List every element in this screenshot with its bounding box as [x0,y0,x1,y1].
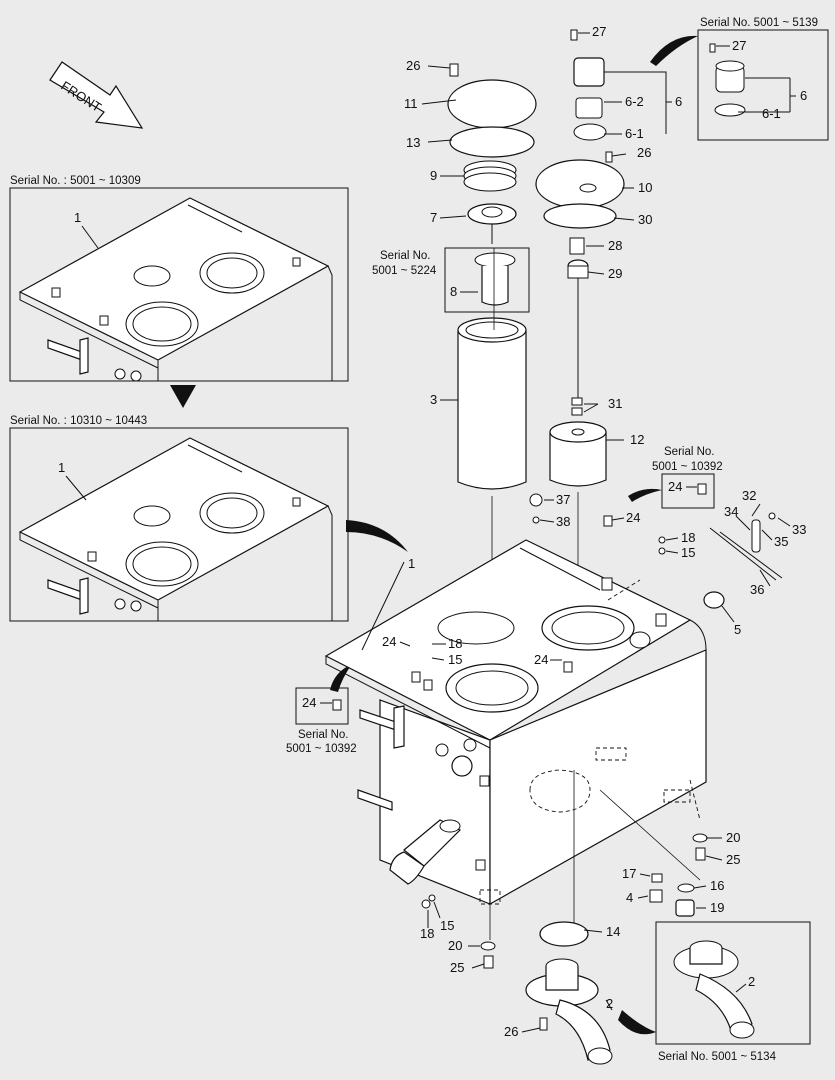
label-15-a: 15 [681,545,695,560]
label-18-c: 18 [420,926,434,941]
item24-left-caption-line1: Serial No. [298,729,349,741]
label-4: 4 [626,890,633,905]
pointer-curve-icon [346,520,408,552]
label-30: 30 [638,212,652,227]
label-25-a: 25 [726,852,740,867]
label-1: 1 [408,556,415,571]
item8-caption-line2: 5001 ~ 5224 [372,265,437,277]
label-38: 38 [556,514,570,529]
label-28: 28 [608,238,622,253]
inset-top-right-caption: Serial No. 5001 ~ 5139 [700,17,818,29]
label-7: 7 [430,210,437,225]
small-parts [421,493,783,1031]
inset-item-8: Serial No. 5001 ~ 5224 8 [372,247,530,313]
label-25-b: 25 [450,960,464,975]
leader-lines [361,32,791,1033]
label-35: 35 [774,534,788,549]
inset-top-left-part-1: 1 [74,210,81,225]
item24-right-part: 24 [668,479,682,494]
label-6-2: 6-2 [625,94,644,109]
label-9: 9 [430,168,437,183]
label-36: 36 [750,582,764,597]
label-2: 2 [606,996,613,1011]
item24-right-caption-line2: 5001 ~ 10392 [652,461,723,473]
down-arrow-icon [170,385,196,408]
label-20-a: 20 [726,830,740,845]
label-26-mid: 26 [637,145,651,160]
label-5: 5 [734,622,741,637]
inset-top-right-part-27: 27 [732,38,746,53]
suction-pipe-2 [525,958,613,1065]
inset-serial-5001-10309: Serial No. : 5001 ~ 10309 1 [9,175,349,382]
item24-right-caption-line1: Serial No. [664,446,715,458]
label-11: 11 [404,96,418,111]
label-18-a: 18 [681,530,695,545]
inset-top-right-part-6-1: 6-1 [762,106,781,121]
front-arrow: FRONT [49,61,144,129]
inset-serial-5001-5139: Serial No. 5001 ~ 5139 27 6 6-1 [697,17,829,141]
label-12: 12 [630,432,644,447]
label-3: 3 [430,392,437,407]
label-37: 37 [556,492,570,507]
label-13: 13 [406,135,420,150]
label-24-b: 24 [382,634,396,649]
inset-serial-10310-10443: Serial No. : 10310 ~ 10443 1 [9,415,349,622]
inset-bottom-right-caption: Serial No. 5001 ~ 5134 [658,1051,777,1063]
label-18-b: 18 [448,636,462,651]
pointer-curve-icon-4 [628,488,662,502]
label-32: 32 [742,488,756,503]
label-26-bottom: 26 [504,1024,518,1039]
label-24-a: 24 [626,510,640,525]
label-29: 29 [608,266,622,281]
label-16: 16 [710,878,724,893]
label-27: 27 [592,24,606,39]
label-6-1: 6-1 [625,126,644,141]
part-labels: 26 11 13 9 7 3 27 6-2 6 6-1 26 10 30 28 … [382,24,806,1039]
label-24-c: 24 [534,652,548,667]
pointer-curve-icon-3 [618,1010,656,1035]
pointer-curve-icon-5 [330,664,352,692]
label-15-c: 15 [440,918,454,933]
label-26-top: 26 [406,58,420,73]
inset-serial-5001-5134: 2 Serial No. 5001 ~ 5134 [655,921,811,1063]
label-10: 10 [638,180,652,195]
hydraulic-tank-body [324,539,707,940]
inset-top-left-caption: Serial No. : 5001 ~ 10309 [10,175,141,187]
item8-part: 8 [450,284,457,299]
item24-left-caption-line2: 5001 ~ 10392 [286,743,357,755]
label-31: 31 [608,396,622,411]
label-33: 33 [792,522,806,537]
inset-middle-left-part-1: 1 [58,460,65,475]
label-14: 14 [606,924,620,939]
label-34: 34 [724,504,738,519]
inset-middle-left-caption: Serial No. : 10310 ~ 10443 [10,415,147,427]
o-ring-14 [539,921,589,947]
label-17: 17 [622,866,636,881]
label-6: 6 [675,94,682,109]
label-19: 19 [710,900,724,915]
inset-bottom-right-part-2: 2 [748,974,755,989]
item24-left-part: 24 [302,695,316,710]
label-15-b: 15 [448,652,462,667]
pointer-curve-icon-2 [650,35,698,66]
inset-item-24-right: Serial No. 5001 ~ 10392 24 [652,446,723,509]
breather-strainer-stack [535,29,625,620]
inset-item-24-left: 24 Serial No. 5001 ~ 10392 [286,687,357,755]
return-filter-stack [447,63,537,690]
label-20-b: 20 [448,938,462,953]
inset-top-right-part-6: 6 [800,88,807,103]
item8-caption-line1: Serial No. [380,250,431,262]
